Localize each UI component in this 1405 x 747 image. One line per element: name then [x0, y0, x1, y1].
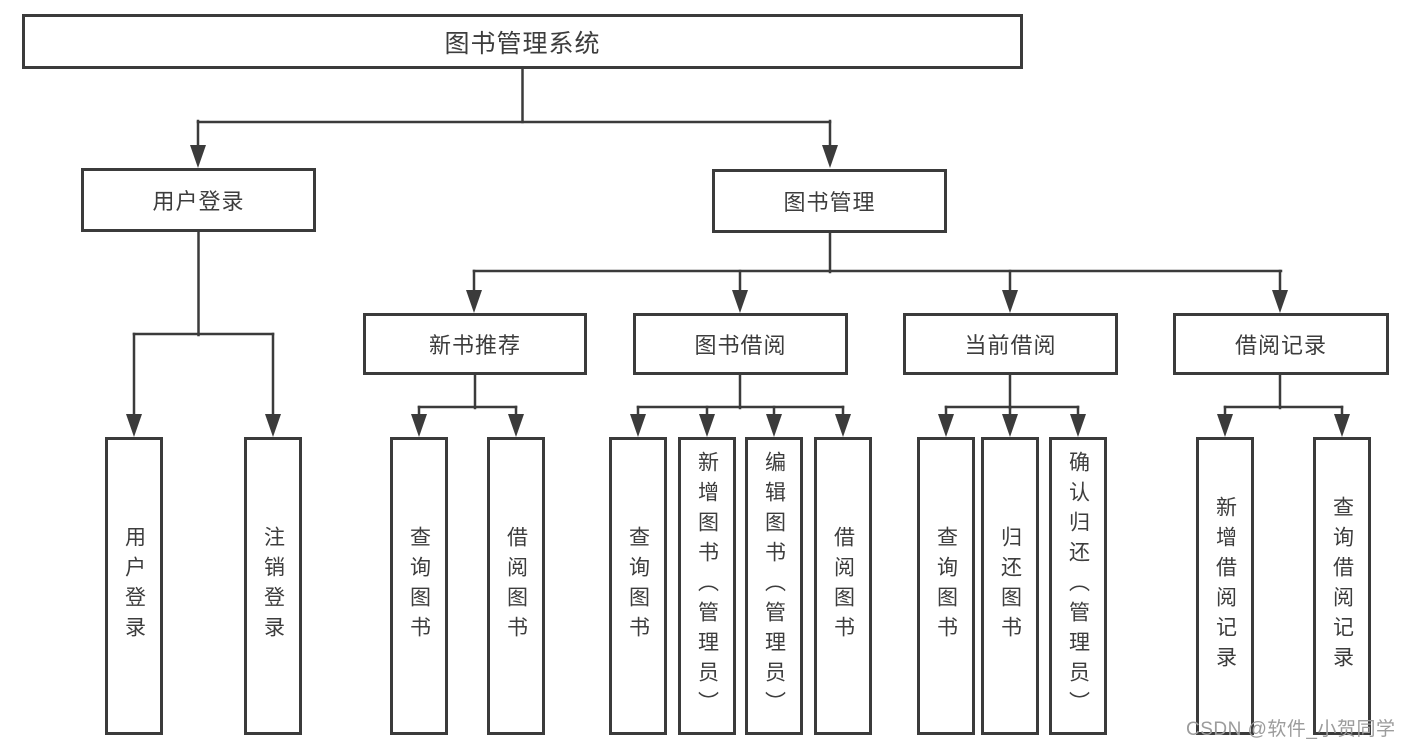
leaf-logout-label: 注销登录 — [261, 526, 285, 646]
arrowhead — [766, 414, 782, 437]
leaf-add-books-admin-label: 新增图书（管理员） — [695, 451, 719, 721]
arrowhead — [938, 414, 954, 437]
leaf-logout: 注销登录 — [244, 437, 302, 735]
arrowhead — [732, 290, 748, 313]
arrowhead — [265, 414, 281, 437]
arrowhead — [1002, 414, 1018, 437]
node-new-book-recommend: 新书推荐 — [363, 313, 587, 375]
arrowhead — [699, 414, 715, 437]
node-root: 图书管理系统 — [22, 14, 1023, 69]
node-current-borrow: 当前借阅 — [903, 313, 1118, 375]
leaf-query-borrow-record: 查询借阅记录 — [1313, 437, 1371, 735]
node-current-borrow-label: 当前借阅 — [964, 333, 1057, 358]
leaf-user-login: 用户登录 — [105, 437, 163, 735]
leaf-user-login-label: 用户登录 — [122, 526, 146, 646]
node-new-book-recommend-label: 新书推荐 — [428, 333, 521, 358]
node-borrow-record: 借阅记录 — [1173, 313, 1389, 375]
arrowhead — [1334, 414, 1350, 437]
leaf-borrow-books: 借阅图书 — [487, 437, 545, 735]
leaf-confirm-return-admin-label: 确认归还（管理员） — [1066, 451, 1090, 721]
node-user-login: 用户登录 — [81, 168, 316, 232]
node-book-management-label: 图书管理 — [783, 190, 876, 215]
node-book-management: 图书管理 — [712, 169, 947, 233]
leaf-confirm-return-admin: 确认归还（管理员） — [1049, 437, 1107, 735]
arrowhead — [508, 414, 524, 437]
node-book-borrow: 图书借阅 — [633, 313, 848, 375]
node-user-login-label: 用户登录 — [152, 189, 245, 214]
arrowhead — [835, 414, 851, 437]
arrowhead — [630, 414, 646, 437]
csdn-watermark: CSDN @软件_小贺同学 — [1186, 719, 1396, 740]
leaf-edit-books-admin: 编辑图书（管理员） — [745, 437, 803, 735]
arrowhead — [466, 290, 482, 313]
leaf-query-books-label: 查询图书 — [407, 526, 431, 646]
leaf-add-books-admin: 新增图书（管理员） — [678, 437, 736, 735]
leaf-borrow-books-label: 借阅图书 — [504, 526, 528, 646]
leaf-borrow-books-2-label: 借阅图书 — [831, 526, 855, 646]
arrowhead — [822, 145, 838, 168]
arrowhead — [411, 414, 427, 437]
arrowhead — [126, 414, 142, 437]
node-root-label: 图书管理系统 — [444, 29, 601, 58]
arrowhead — [1002, 290, 1018, 313]
arrowhead — [1070, 414, 1086, 437]
leaf-query-borrow-record-label: 查询借阅记录 — [1330, 496, 1354, 676]
leaf-query-books-2: 查询图书 — [609, 437, 667, 735]
leaf-query-books-3-label: 查询图书 — [934, 526, 958, 646]
leaf-query-books-3: 查询图书 — [917, 437, 975, 735]
leaf-add-borrow-record: 新增借阅记录 — [1196, 437, 1254, 735]
arrowhead — [1272, 290, 1288, 313]
node-borrow-record-label: 借阅记录 — [1234, 333, 1327, 358]
leaf-query-books: 查询图书 — [390, 437, 448, 735]
leaf-borrow-books-2: 借阅图书 — [814, 437, 872, 735]
leaf-return-books-label: 归还图书 — [998, 526, 1022, 646]
leaf-add-borrow-record-label: 新增借阅记录 — [1213, 496, 1237, 676]
leaf-edit-books-admin-label: 编辑图书（管理员） — [762, 451, 786, 721]
node-book-borrow-label: 图书借阅 — [694, 333, 787, 358]
leaf-return-books: 归还图书 — [981, 437, 1039, 735]
leaf-query-books-2-label: 查询图书 — [626, 526, 650, 646]
arrowhead — [190, 145, 206, 168]
arrowhead — [1217, 414, 1233, 437]
